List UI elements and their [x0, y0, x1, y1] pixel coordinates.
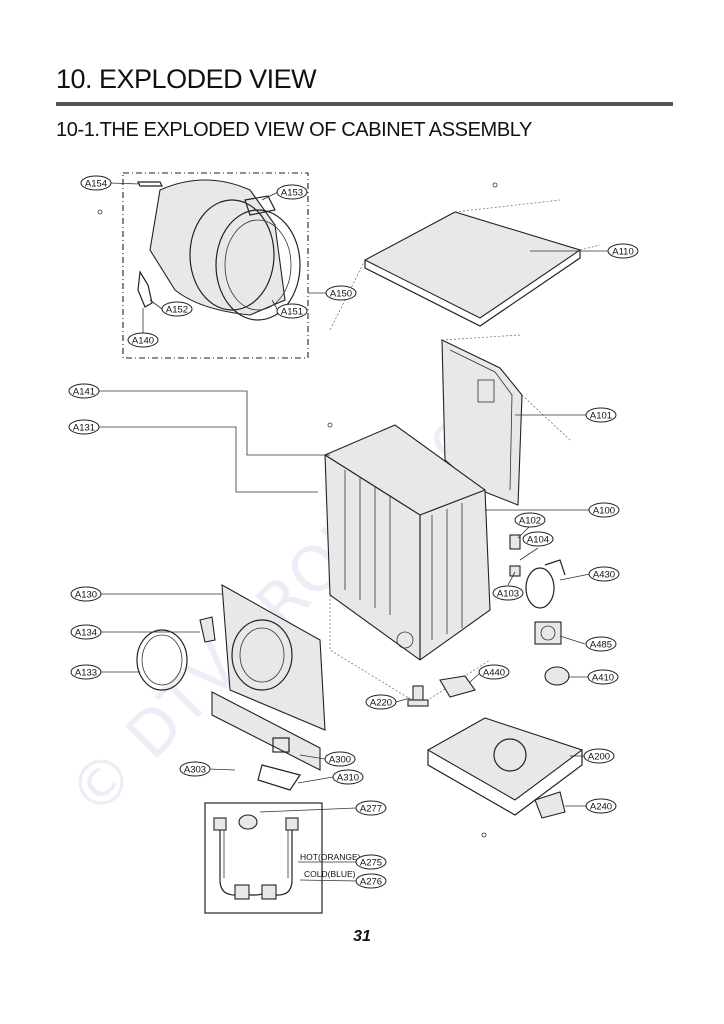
svg-text:A276: A276 — [360, 877, 382, 888]
door-handle-part — [137, 181, 163, 187]
svg-text:A430: A430 — [593, 570, 615, 581]
callout-A152: A152 — [161, 301, 193, 317]
svg-text:A200: A200 — [588, 752, 610, 763]
title-rule — [56, 102, 673, 106]
right-small-parts — [407, 534, 570, 707]
svg-text:A103: A103 — [497, 589, 519, 600]
svg-text:A303: A303 — [184, 765, 206, 776]
callout-A134: A134 — [70, 624, 102, 640]
front-panel — [211, 584, 326, 791]
svg-text:A110: A110 — [612, 247, 633, 258]
leader-lines — [97, 182, 608, 882]
callout-A104: A104 — [522, 531, 554, 547]
callout-A140: A140 — [127, 332, 159, 348]
back-cover — [441, 334, 571, 506]
svg-text:A300: A300 — [329, 755, 351, 766]
base-frame — [426, 717, 584, 838]
door-group-box — [122, 172, 309, 359]
svg-text:A101: A101 — [590, 411, 612, 422]
callout-A103: A103 — [492, 585, 524, 601]
subsection-title: 10-1.THE EXPLODED VIEW OF CABINET ASSEMB… — [56, 119, 532, 141]
callout-A130: A130 — [70, 586, 102, 602]
callout-A151: A151 — [276, 303, 308, 319]
callout-A240: A240 — [585, 798, 617, 814]
callout-A102: A102 — [514, 512, 546, 528]
callout-A275: A275 — [355, 854, 387, 870]
svg-text:A275: A275 — [360, 858, 382, 869]
callout-A141: A141 — [68, 383, 100, 399]
door-assembly — [97, 179, 301, 321]
callout-A430: A430 — [588, 566, 620, 582]
svg-text:A130: A130 — [75, 590, 97, 601]
svg-text:A240: A240 — [590, 802, 612, 813]
svg-text:A310: A310 — [337, 773, 359, 784]
svg-text:A152: A152 — [166, 305, 188, 316]
callout-A303: A303 — [179, 761, 211, 777]
cabinet — [324, 422, 491, 706]
callout-A131: A131 — [68, 419, 100, 435]
callout-A200: A200 — [583, 748, 615, 764]
svg-text:A410: A410 — [592, 673, 614, 684]
svg-text:A104: A104 — [527, 535, 549, 546]
svg-text:A141: A141 — [73, 387, 95, 398]
hot-hose-note: HOT(ORANGE) — [300, 852, 361, 862]
callout-A100: A100 — [588, 502, 620, 518]
svg-text:A140: A140 — [132, 336, 154, 347]
cold-hose-note: COLD(BLUE) — [304, 869, 356, 879]
top-plate — [329, 182, 601, 331]
svg-text:A151: A151 — [281, 307, 303, 318]
svg-text:A485: A485 — [590, 640, 612, 651]
svg-text:A277: A277 — [360, 804, 382, 815]
gasket-clamp — [199, 616, 216, 643]
section-title: 10. EXPLODED VIEW — [56, 64, 317, 94]
callout-A153: A153 — [276, 184, 308, 200]
callout-A300: A300 — [324, 751, 356, 767]
svg-text:A133: A133 — [75, 668, 97, 679]
page-number: 31 — [353, 928, 371, 945]
callout-A154: A154 — [80, 175, 112, 191]
callout-A101: A101 — [585, 407, 617, 423]
door-hinge — [137, 270, 153, 308]
callout-A485: A485 — [585, 636, 617, 652]
door-gasket — [136, 629, 188, 691]
svg-text:A102: A102 — [519, 516, 541, 527]
callout-A220: A220 — [365, 694, 397, 710]
callout-A110: A110 — [607, 243, 639, 259]
svg-text:A134: A134 — [75, 628, 97, 639]
inlet-hoses — [213, 814, 299, 900]
callout-A133: A133 — [70, 664, 102, 680]
svg-text:A154: A154 — [85, 179, 107, 190]
svg-text:A220: A220 — [370, 698, 392, 709]
svg-text:A150: A150 — [330, 289, 352, 300]
callout-A276: A276 — [355, 873, 387, 889]
callout-A150: A150 — [325, 285, 357, 301]
callout-A410: A410 — [587, 669, 619, 685]
svg-text:A153: A153 — [281, 188, 303, 199]
hose-group-box — [204, 802, 323, 914]
svg-text:A440: A440 — [483, 668, 505, 679]
svg-text:A100: A100 — [593, 506, 615, 517]
callout-A440: A440 — [478, 664, 510, 680]
callout-A310: A310 — [332, 769, 364, 785]
callout-A277: A277 — [355, 800, 387, 816]
svg-text:A131: A131 — [73, 423, 95, 434]
